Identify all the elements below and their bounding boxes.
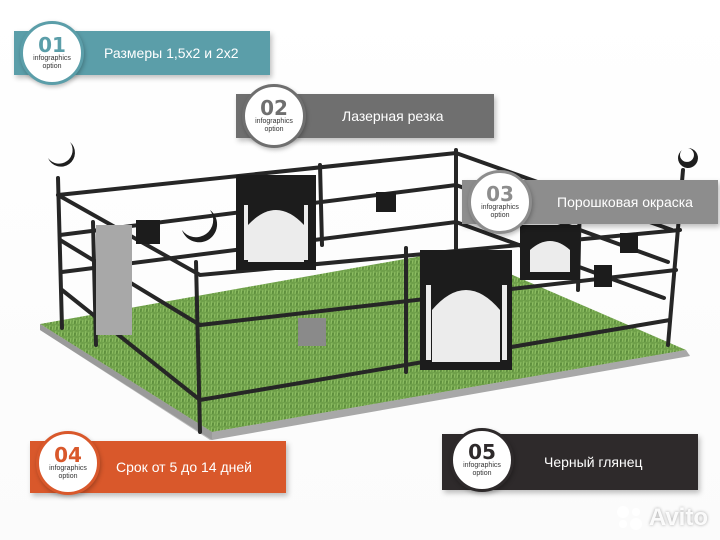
badge-01-caption: infographics option	[33, 55, 71, 71]
avito-watermark-text: Avito	[648, 504, 708, 531]
badge-02-emblem: 02 infographics option	[242, 84, 306, 148]
badge-04-label: Срок от 5 до 14 дней	[116, 459, 252, 475]
badge-04-number: 04	[54, 443, 82, 467]
badge-03-caption-text: infographics option	[481, 204, 519, 219]
avito-dots-icon	[616, 506, 642, 530]
badge-02-caption: infographics option	[255, 118, 293, 134]
badge-05-number: 05	[468, 440, 496, 464]
mosque-cutouts	[244, 205, 570, 362]
grass-lawn	[40, 250, 686, 432]
crescent-finials	[48, 142, 699, 243]
badge-04-emblem: 04 infographics option	[36, 431, 100, 495]
badge-02-number: 02	[260, 96, 288, 120]
badge-01-number: 01	[38, 33, 66, 57]
badge-03-label: Порошковая окраска	[557, 194, 693, 210]
badge-03-emblem: 03 infographics option	[468, 170, 532, 234]
badge-05-caption: infographics option	[463, 462, 501, 478]
badge-05-caption-text: infographics option	[463, 462, 501, 477]
avito-watermark: Avito	[615, 504, 708, 532]
badge-05-label: Черный глянец	[544, 454, 643, 470]
badge-01-caption-text: infographics option	[33, 55, 71, 70]
badge-04-caption: infographics option	[49, 465, 87, 481]
badge-03-caption: infographics option	[481, 204, 519, 220]
badge-01-emblem: 01 infographics option	[20, 21, 84, 85]
badge-03-number: 03	[486, 182, 514, 206]
badge-04-caption-text: infographics option	[49, 465, 87, 480]
badge-01-label: Размеры 1,5х2 и 2х2	[104, 45, 239, 61]
badge-02-caption-text: infographics option	[255, 118, 293, 133]
badge-05-emblem: 05 infographics option	[450, 428, 514, 492]
badge-02-label: Лазерная резка	[342, 108, 444, 124]
